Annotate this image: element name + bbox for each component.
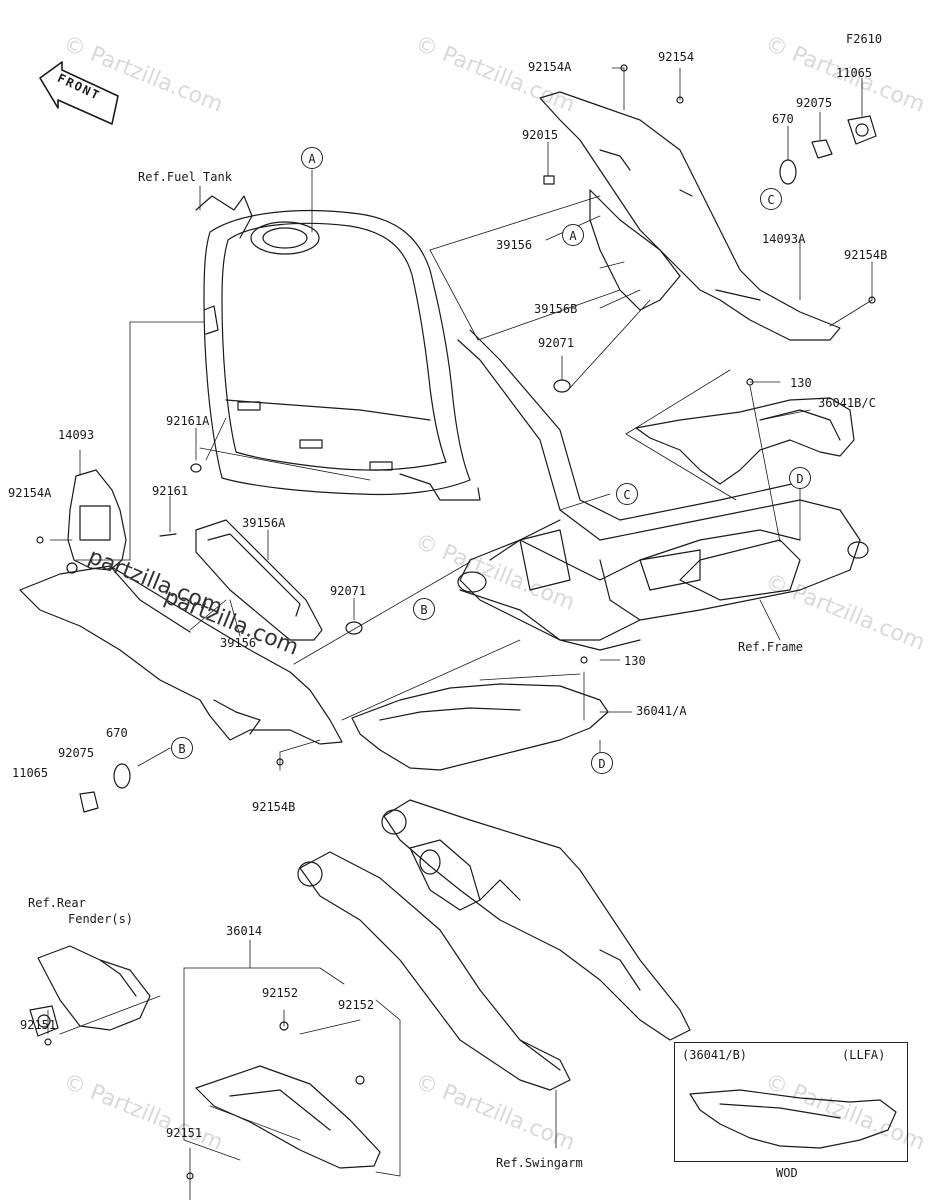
- part-number-label: 92015: [522, 128, 559, 142]
- part-number-label: 92071: [538, 336, 575, 350]
- part-number-label: 130: [790, 376, 812, 390]
- side-cover-36041bc-shape: [635, 397, 855, 485]
- inset-part-label: (36041/B): [682, 1048, 748, 1062]
- part-number-label: 14093A: [762, 232, 806, 246]
- part-number-label: 670: [772, 112, 794, 126]
- side-cover-14093a-shape: [539, 91, 841, 341]
- ref-rear-fender-label: Ref.Rear: [28, 896, 86, 910]
- part-number-label: 92152: [338, 998, 375, 1012]
- bolt-shapes: [36, 64, 876, 1180]
- inset-part-shape: [689, 1089, 897, 1149]
- part-number-label: 92161: [152, 484, 189, 498]
- part-number-label: 39156A: [242, 516, 286, 530]
- reflector-shape: [29, 115, 877, 1037]
- part-number-label: 11065: [836, 66, 873, 80]
- part-number-label: 39156: [220, 636, 257, 650]
- callout-c: C: [616, 483, 638, 505]
- part-number-label: 92151: [166, 1126, 203, 1140]
- part-number-label: 39156B: [534, 302, 578, 316]
- callout-b: B: [171, 737, 193, 759]
- inset-color-label: WOD: [776, 1166, 798, 1180]
- strip-39156a-shape: [195, 519, 323, 641]
- callout-d: D: [591, 752, 613, 774]
- inset-variant-label: (LLFA): [842, 1048, 886, 1062]
- variant-inset-box: [674, 1042, 908, 1162]
- ref-fuel-tank-label: Ref.Fuel Tank: [138, 170, 232, 184]
- side-cover-36041a-shape: [351, 683, 609, 771]
- part-number-label: 36041B/C: [818, 396, 876, 410]
- part-number-label: 92151: [20, 1018, 57, 1032]
- side-cover-left-shape: [19, 565, 343, 745]
- part-number-label: 670: [106, 726, 128, 740]
- part-number-label: 92154: [658, 50, 695, 64]
- figure-code: F2610: [846, 32, 883, 46]
- part-number-label: 92154B: [844, 248, 888, 262]
- callout-c: C: [760, 188, 782, 210]
- part-number-label: 92071: [330, 584, 367, 598]
- part-number-label: 92075: [58, 746, 95, 760]
- ref-rear-fender-label: Fender(s): [68, 912, 134, 926]
- part-number-label: 92161A: [166, 414, 210, 428]
- chain-guard-36014-shape: [195, 1065, 381, 1169]
- part-number-label: 14093: [58, 428, 95, 442]
- front-arrow-icon: [39, 61, 119, 125]
- part-number-label: 92154A: [8, 486, 52, 500]
- grommet-shape: [190, 379, 571, 635]
- callout-d: D: [789, 467, 811, 489]
- side-cover-14093-shape: [66, 469, 127, 574]
- fuel-tank-shape: [195, 195, 481, 501]
- ref-swingarm-label: Ref.Swingarm: [496, 1156, 583, 1170]
- part-number-label: 92154A: [528, 60, 572, 74]
- ref-frame-label: Ref.Frame: [738, 640, 804, 654]
- part-number-label: 39156: [496, 238, 533, 252]
- swingarm-shape: [297, 799, 691, 1091]
- callout-b: B: [413, 598, 435, 620]
- o-ring-shape: [113, 159, 797, 789]
- part-number-label: 92154B: [252, 800, 296, 814]
- bush-shape: [79, 139, 833, 813]
- callout-a: A: [301, 147, 323, 169]
- collar-shape: [159, 175, 555, 537]
- part-number-label: 92075: [796, 96, 833, 110]
- leader-lines: [47, 67, 873, 1200]
- part-number-label: 130: [624, 654, 646, 668]
- frame-shape: [457, 329, 869, 651]
- part-number-label: 92152: [262, 986, 299, 1000]
- part-number-label: 36041/A: [636, 704, 687, 718]
- rear-fender-shape: [37, 945, 151, 1031]
- callout-a: A: [562, 224, 584, 246]
- part-number-label: 11065: [12, 766, 49, 780]
- part-number-label: 36014: [226, 924, 263, 938]
